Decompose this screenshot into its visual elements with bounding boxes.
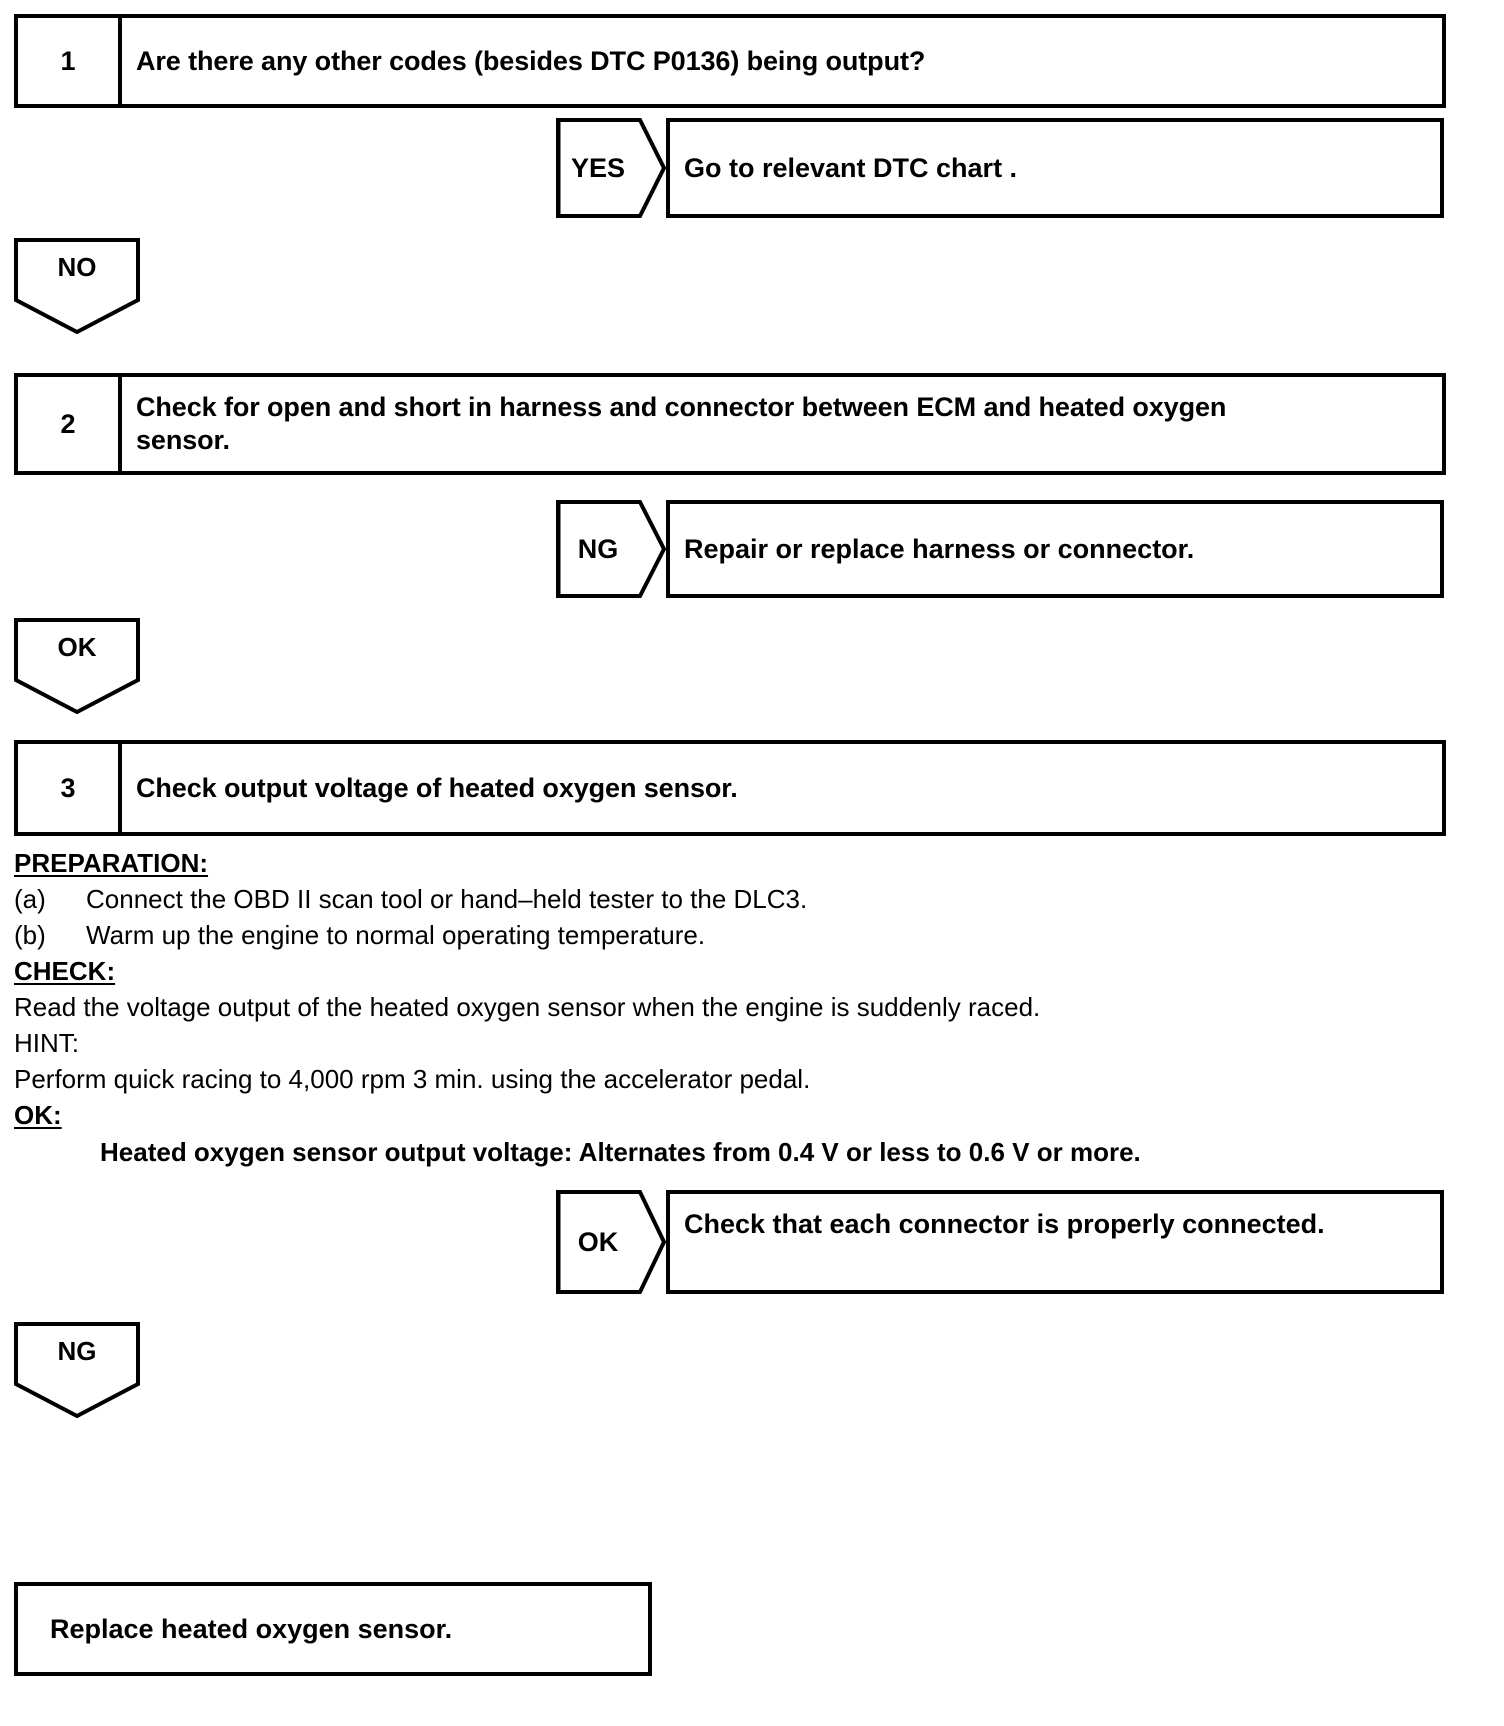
down-arrow-label-ng: NG xyxy=(57,1336,97,1366)
hint-header: HINT: xyxy=(14,1028,79,1058)
branch-tag-yes: YES xyxy=(556,118,666,218)
preparation-item-a-mark: (a) xyxy=(14,884,46,914)
down-arrow-label-ok: OK xyxy=(57,632,97,662)
arrow-down-shape-icon xyxy=(14,1322,140,1418)
step-box-1: 1 Are there any other codes (besides DTC… xyxy=(14,14,1446,108)
step-number-3: 3 xyxy=(18,744,122,832)
arrow-down-shape-icon xyxy=(14,238,140,334)
step-number-2: 2 xyxy=(18,377,122,471)
preparation-item-a-text: Connect the OBD II scan tool or hand–hel… xyxy=(86,884,808,914)
branch-tag-ng: NG xyxy=(556,500,666,598)
branch-yes: YES Go to relevant DTC chart . xyxy=(556,118,1446,218)
preparation-item-a: (a) Connect the OBD II scan tool or hand… xyxy=(14,881,1314,917)
branch-box-yes: Go to relevant DTC chart . xyxy=(666,118,1444,218)
down-arrow-ng: NG xyxy=(14,1322,140,1418)
step-text-3: Check output voltage of heated oxygen se… xyxy=(136,772,738,803)
branch-tag-ok: OK xyxy=(556,1190,666,1294)
branch-ng: NG Repair or replace harness or connecto… xyxy=(556,500,1446,598)
step-number-1: 1 xyxy=(18,18,122,104)
step-box-3: 3 Check output voltage of heated oxygen … xyxy=(14,740,1446,836)
preparation-item-b-mark: (b) xyxy=(14,920,46,950)
ok-header: OK: xyxy=(14,1100,62,1130)
down-arrow-ok: OK xyxy=(14,618,140,714)
step-box-2: 2 Check for open and short in harness an… xyxy=(14,373,1446,475)
down-arrow-no: NO xyxy=(14,238,140,334)
branch-box-ng: Repair or replace harness or connector. xyxy=(666,500,1444,598)
hint-text: Perform quick racing to 4,000 rpm 3 min.… xyxy=(14,1064,811,1094)
check-text: Read the voltage output of the heated ox… xyxy=(14,992,1041,1022)
preparation-item-b-text: Warm up the engine to normal operating t… xyxy=(86,920,706,950)
ok-specification: Heated oxygen sensor output voltage: Alt… xyxy=(100,1137,1141,1167)
step-text-2: Check for open and short in harness and … xyxy=(136,392,1227,455)
branch-tag-label-ng: NG xyxy=(577,533,619,564)
step-text-1: Are there any other codes (besides DTC P… xyxy=(136,45,926,76)
procedure-block: PREPARATION: (a) Connect the OBD II scan… xyxy=(14,845,1314,1171)
branch-tag-label-ok: OK xyxy=(577,1226,619,1257)
arrow-down-shape-icon xyxy=(14,618,140,714)
check-header: CHECK: xyxy=(14,956,116,986)
branch-tag-label-yes: YES xyxy=(570,152,626,183)
down-arrow-label-no: NO xyxy=(57,252,97,282)
preparation-item-b: (b) Warm up the engine to normal operati… xyxy=(14,917,1314,953)
branch-box-ok: Check that each connector is properly co… xyxy=(666,1190,1444,1294)
branch-ok: OK Check that each connector is properly… xyxy=(556,1190,1446,1294)
terminal-box-replace-sensor: Replace heated oxygen sensor. xyxy=(14,1582,652,1676)
preparation-header: PREPARATION: xyxy=(14,848,209,878)
